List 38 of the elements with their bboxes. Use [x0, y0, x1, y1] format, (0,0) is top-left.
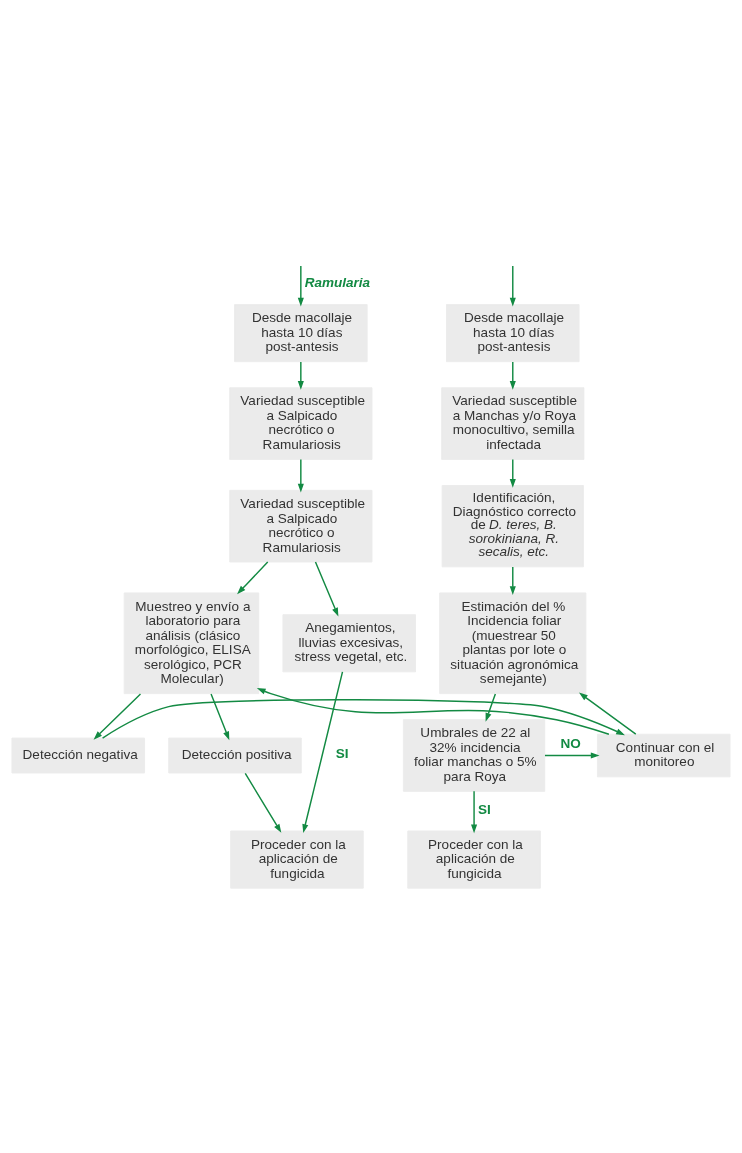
- arrow: [509, 458, 516, 488]
- arrow: [237, 561, 269, 595]
- node-box: Variedad susceptible a Manchas y/o Roya monocultivo, semilla infectada: [441, 387, 585, 460]
- arrow: [314, 561, 339, 617]
- edge-label: Ramularia: [304, 275, 371, 291]
- arrow: [485, 693, 497, 722]
- node-box: Proceder con la aplicación de fungicida: [230, 830, 364, 889]
- arrow: [297, 361, 304, 390]
- arrow: [297, 265, 304, 307]
- node-box: Continuar con el monitoreo: [596, 733, 731, 778]
- node-box: Detección negativa: [11, 737, 146, 774]
- node-box: Identificación, Diagnóstico correcto de D. teres, B. sorokiniana, R. secalis, etc.: [441, 485, 584, 568]
- arrow: [509, 566, 516, 596]
- arrow: [244, 772, 282, 833]
- arrow: [509, 265, 516, 307]
- arrow: [509, 361, 516, 390]
- arrow: [93, 693, 142, 740]
- node-box: Detección positiva: [168, 737, 302, 774]
- edge-label: NO: [560, 735, 581, 751]
- arrow: [256, 688, 610, 735]
- arrow: [471, 790, 478, 834]
- node-box: Desde macollaje hasta 10 días post-antesis: [446, 304, 580, 363]
- arrow: [210, 693, 230, 741]
- arrow: [544, 752, 600, 759]
- node-box: Umbrales de 22 al 32% incidencia foliar manchas o 5% para Roya: [402, 719, 546, 792]
- node-box: Proceder con la aplicación de fungicida: [407, 830, 541, 889]
- node-box: Estimación del % Incidencia foliar (muestrear 50 plantas por lote o situación agronómica semejante): [439, 592, 587, 695]
- edge-label: SI: [477, 801, 491, 817]
- node-box: Variedad susceptible a Salpicado necrótico o Ramulariosis: [229, 387, 373, 460]
- node-box: Muestreo y envío a laboratorio para análisis (clásico morfológico, ELISA serológico, PCR Molecular): [123, 592, 260, 695]
- node-box: Desde macollaje hasta 10 días post-antesis: [234, 304, 368, 363]
- arrow: [579, 692, 637, 735]
- edge-label: SI: [335, 746, 349, 762]
- arrow: [302, 671, 344, 833]
- node-box: Variedad susceptible a Salpicado necrótico o Ramulariosis: [229, 489, 373, 563]
- arrow: [297, 458, 304, 493]
- node-box: Anegamientos, lluvias excesivas, stress vegetal, etc.: [282, 614, 416, 673]
- arrow: [101, 699, 625, 739]
